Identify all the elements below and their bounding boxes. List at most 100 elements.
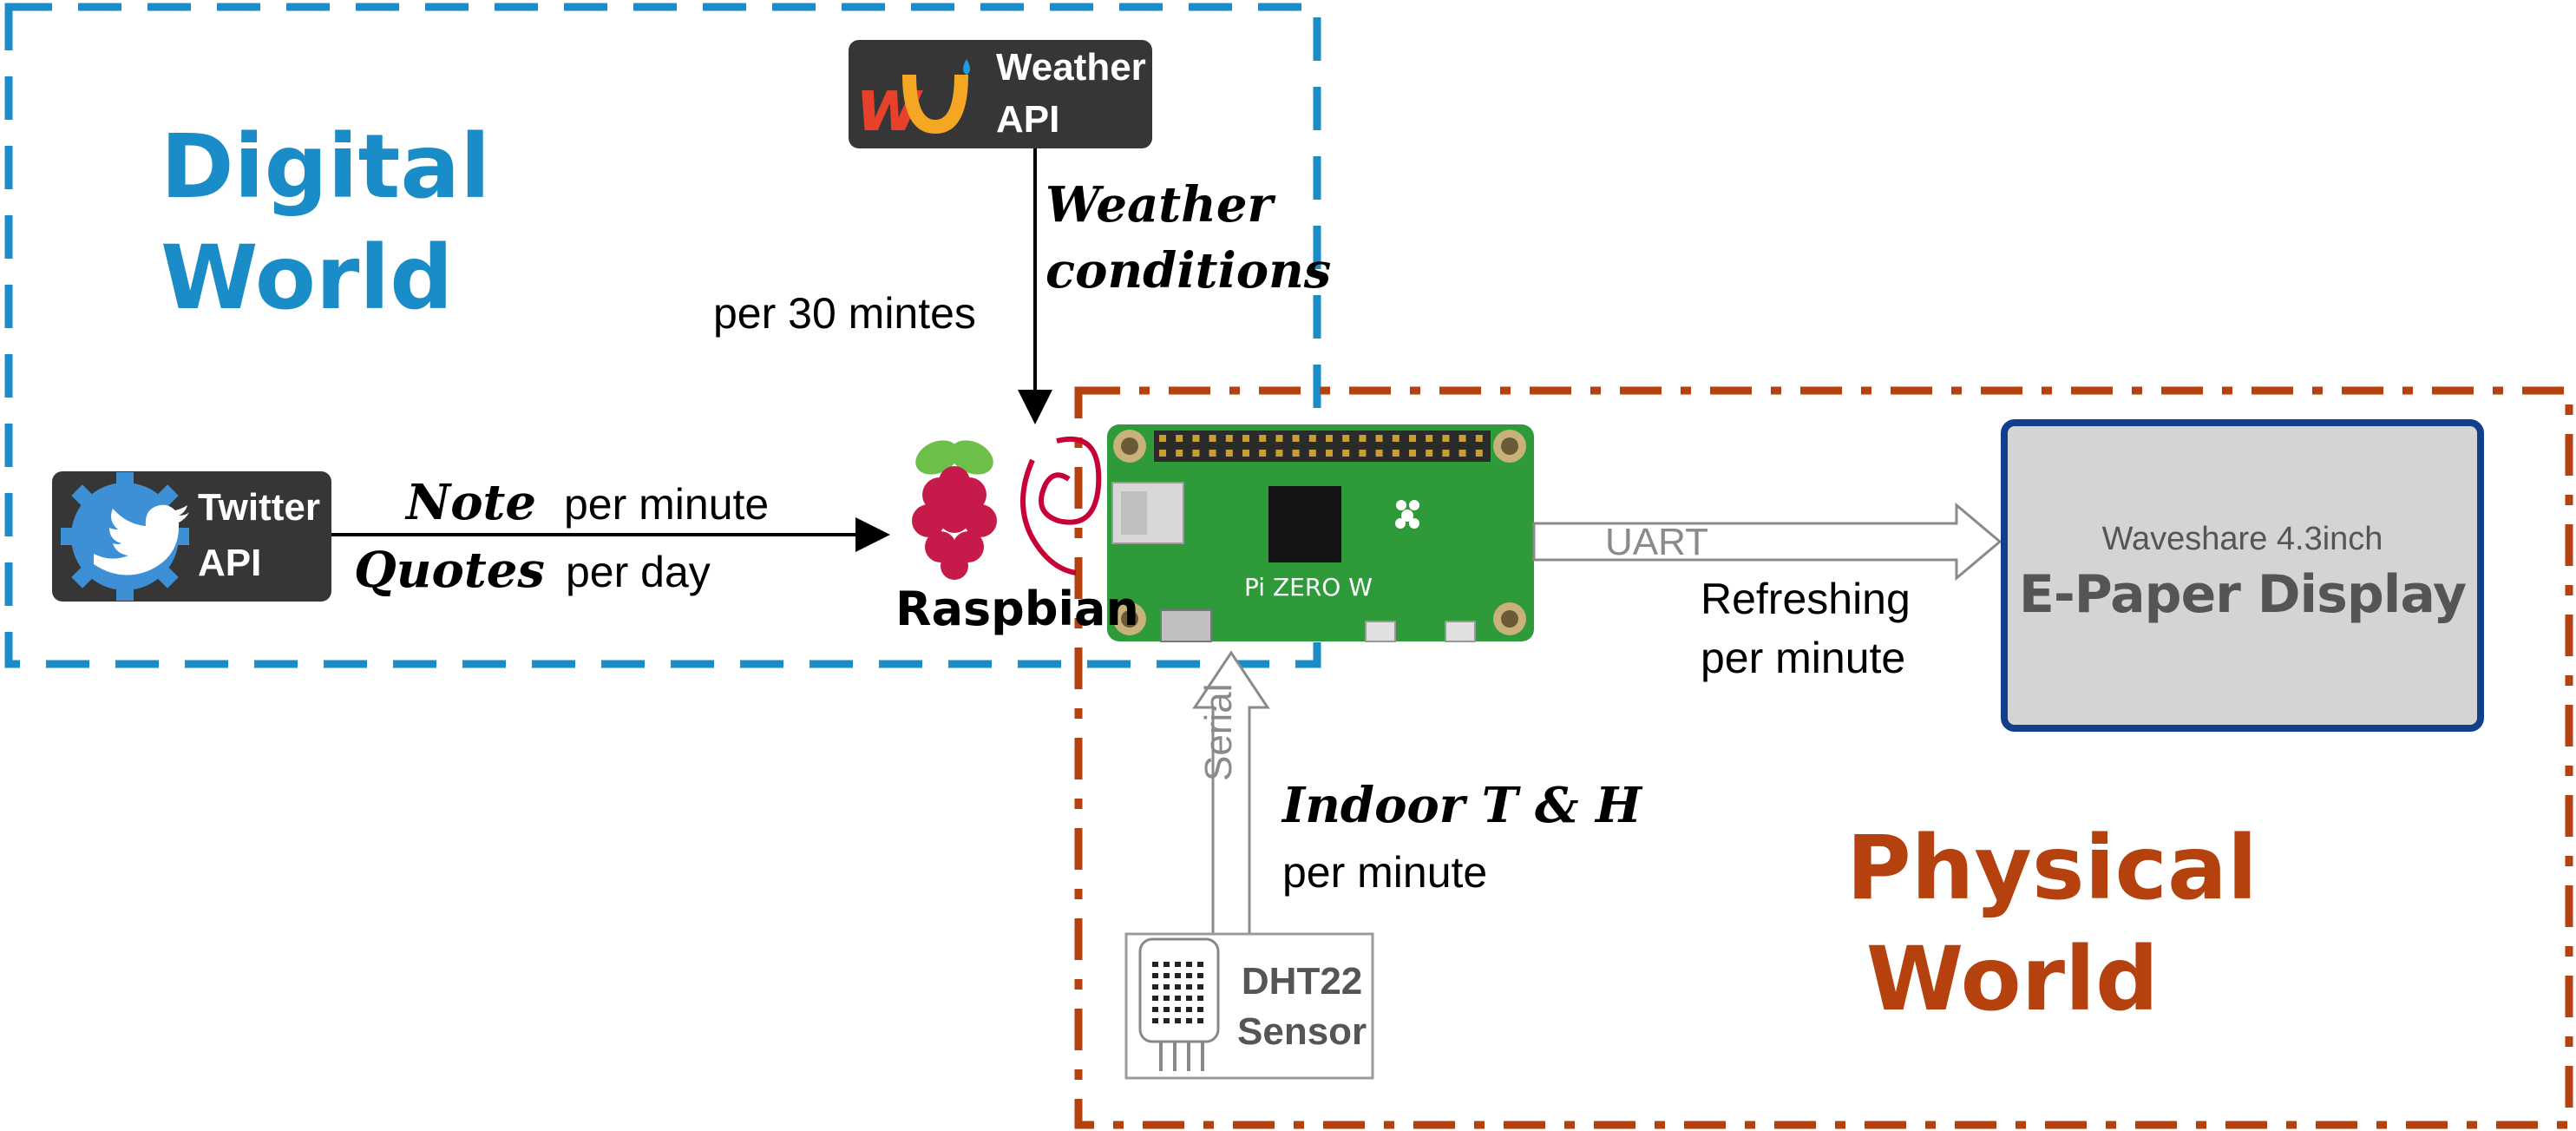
quotes-label: Quotes	[354, 542, 545, 599]
sensor-grille-slot	[1186, 1018, 1192, 1023]
gpio-pin	[1426, 435, 1433, 442]
weather-api-line2: API	[996, 98, 1060, 141]
sensor-grille-slot	[1163, 973, 1170, 978]
uart-refresh-label: Refreshing per minute	[1701, 569, 1911, 687]
sensor-grille-slot	[1152, 1018, 1158, 1023]
gpio-pin	[1242, 435, 1249, 442]
gpio-pin	[1442, 450, 1450, 457]
sensor-grille-slot	[1163, 1018, 1170, 1023]
sensor-grille-slot	[1197, 984, 1203, 990]
epaper-display-box	[2001, 419, 2484, 732]
gpio-pin	[1159, 435, 1166, 442]
uart-refresh-line1: Refreshing	[1701, 575, 1911, 623]
gpio-pin	[1192, 435, 1200, 442]
sensor-grille-slot	[1175, 984, 1181, 990]
sensor-grille-slot	[1197, 962, 1203, 967]
weather-conditions-line2: conditions	[1045, 242, 1332, 299]
gpio-pin	[1326, 450, 1333, 457]
gpio-pin	[1259, 435, 1267, 442]
gpio-pin	[1225, 450, 1233, 457]
physical-world-line2: World	[1865, 928, 2159, 1031]
gpio-pin	[1308, 435, 1316, 442]
dht22-label: DHT22 Sensor	[1237, 957, 1367, 1057]
gpio-pin	[1326, 435, 1333, 442]
gpio-pin	[1458, 450, 1466, 457]
sensor-grille-slot	[1163, 984, 1170, 990]
gpio-pin	[1176, 435, 1183, 442]
weather-conditions-label: Weather conditions	[1045, 172, 1331, 304]
sensor-grille-slot	[1152, 984, 1158, 990]
raspbian-label: Raspbian	[895, 582, 1139, 636]
gpio-pin	[1442, 435, 1450, 442]
pi-zero-label: Pi ZERO W	[1244, 573, 1373, 602]
gpio-pin	[1475, 435, 1483, 442]
gpio-pin	[1242, 450, 1249, 457]
gpio-pin	[1458, 435, 1466, 442]
uart-label: UART	[1605, 521, 1708, 563]
indoor-th-label: Indoor T & H	[1282, 777, 1642, 834]
serial-label: Serial	[1197, 683, 1240, 782]
raspberry-pi-icon	[912, 440, 997, 580]
gpio-pin	[1426, 450, 1433, 457]
sensor-grille-slot	[1152, 962, 1158, 967]
twitter-api-label: Twitter API	[198, 480, 320, 591]
digital-world-line2: World	[161, 227, 454, 330]
uart-arrow	[1532, 502, 2002, 582]
note-label: Note	[406, 474, 537, 531]
sensor-grille-slot	[1186, 962, 1192, 967]
gpio-pin	[1275, 435, 1283, 442]
dht22-line2: Sensor	[1237, 1010, 1367, 1053]
sensor-grille-slot	[1186, 996, 1192, 1001]
epaper-name-label: E-Paper Display	[2018, 564, 2467, 625]
wu-logo-icon: w	[855, 59, 970, 148]
sensor-grille-slot	[1186, 984, 1192, 990]
gpio-pin	[1225, 435, 1233, 442]
sensor-grille-slot	[1152, 973, 1158, 978]
gpio-pin	[1275, 450, 1283, 457]
gpio-pin	[1259, 450, 1267, 457]
sensor-grille-slot	[1163, 996, 1170, 1001]
gpio-pin	[1392, 450, 1399, 457]
weather-api-label: Weather API	[996, 42, 1146, 146]
gpio-pin	[1409, 435, 1416, 442]
uart-refresh-line2: per minute	[1701, 634, 1906, 682]
sensor-grille-slot	[1186, 1007, 1192, 1012]
digital-world-title: Digital World	[161, 123, 490, 323]
gpio-pin	[1342, 450, 1350, 457]
gpio-pin	[1292, 435, 1300, 442]
twitter-api-line2: API	[198, 542, 262, 584]
sensor-grille-slot	[1163, 1007, 1170, 1012]
weather-conditions-line1: Weather	[1045, 176, 1273, 233]
gpio-pin	[1192, 450, 1200, 457]
serial-arrow	[1192, 650, 1270, 936]
gpio-pin	[1159, 450, 1166, 457]
dht22-sensor-icon	[1138, 937, 1220, 1071]
gpio-pin	[1342, 435, 1350, 442]
sensor-grille-slot	[1152, 1007, 1158, 1012]
gpio-pin	[1475, 450, 1483, 457]
gpio-pin	[1359, 450, 1367, 457]
sensor-grille-slot	[1175, 1007, 1181, 1012]
physical-world-line1: Physical	[1846, 817, 2258, 920]
gpio-pin	[1176, 450, 1183, 457]
note-frequency-label: per minute	[564, 480, 770, 529]
physical-world-region	[1074, 386, 2573, 1129]
digital-world-region	[4, 3, 1321, 668]
sensor-grille-slot	[1186, 973, 1192, 978]
sensor-grille-slot	[1163, 962, 1170, 967]
sensor-grille-slot	[1197, 1018, 1203, 1023]
gpio-pin	[1209, 435, 1216, 442]
gpio-pin	[1375, 450, 1383, 457]
sensor-grille-slot	[1197, 996, 1203, 1001]
digital-world-line1: Digital	[161, 115, 491, 219]
weather-api-line1: Weather	[996, 46, 1146, 89]
gpio-pin	[1409, 450, 1416, 457]
gpio-pin	[1292, 450, 1300, 457]
weather-frequency-label: per 30 mintes	[713, 289, 976, 338]
physical-world-title: Physical World	[1846, 817, 2258, 1031]
gpio-pin	[1392, 435, 1399, 442]
twitter-api-line1: Twitter	[198, 486, 320, 529]
epaper-brand-label: Waveshare 4.3inch	[2101, 521, 2383, 557]
gpio-pin	[1375, 435, 1383, 442]
sensor-grille-slot	[1152, 996, 1158, 1001]
